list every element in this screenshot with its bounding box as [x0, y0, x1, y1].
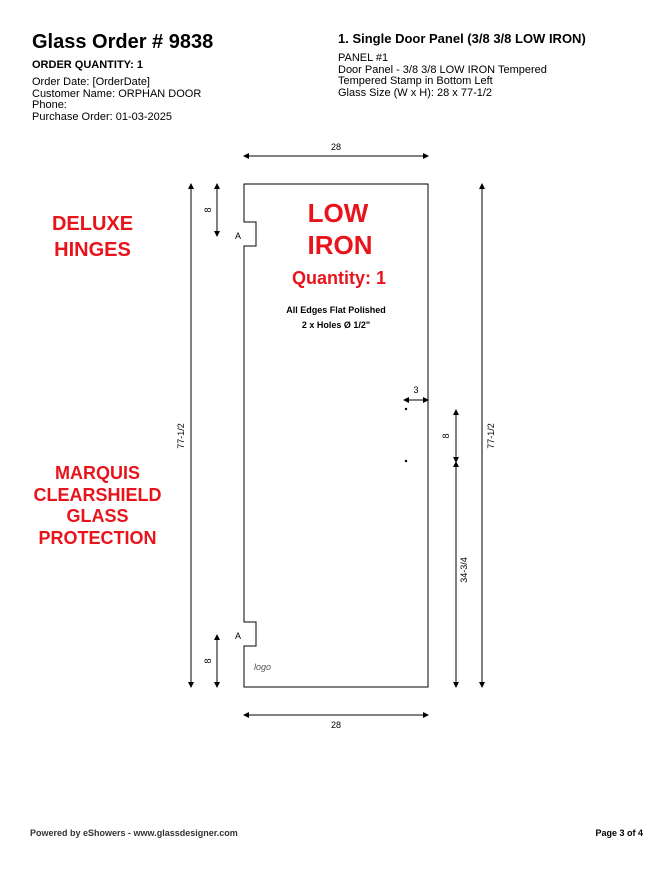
- panel-size: Glass Size (W x H): 28 x 77-1/2: [338, 86, 493, 99]
- width-top-label: 28: [331, 142, 341, 152]
- hinges-line: HINGES: [54, 239, 131, 261]
- hole-edge-label: 3: [413, 385, 418, 395]
- hinge-label-bottom: A: [235, 631, 241, 641]
- order-info: Order Date: [OrderDate] Customer Name: O…: [32, 76, 202, 123]
- order-date: Order Date: [OrderDate]: [32, 76, 150, 88]
- glass-type-line: LOW: [308, 198, 369, 228]
- hinges-note: DELUXE HINGES: [30, 211, 155, 263]
- panel-description: Door Panel - 3/8 3/8 LOW IRON Tempered: [338, 63, 547, 76]
- hinge-bottom-offset-label: 8: [203, 658, 213, 663]
- holes-note: 2 x Holes Ø 1/2": [302, 320, 370, 330]
- protection-line: PROTECTION: [38, 527, 157, 548]
- protection-line: GLASS: [66, 506, 129, 526]
- panel-info: PANEL #1 Door Panel - 3/8 3/8 LOW IRON T…: [338, 52, 547, 99]
- height-left-label: 77-1/2: [176, 423, 186, 449]
- edges-note: All Edges Flat Polished: [286, 305, 386, 315]
- customer-name: Customer Name: ORPHAN DOOR: [32, 87, 202, 100]
- hole-bottom: [404, 459, 408, 463]
- quantity-label: Quantity: 1: [292, 268, 386, 288]
- protection-line: MARQUIS: [55, 463, 140, 483]
- panel-number: PANEL #1: [338, 52, 389, 64]
- width-bottom-label: 28: [331, 720, 341, 730]
- hinge-label-top: A: [235, 231, 241, 241]
- protection-note: MARQUIS CLEARSHIELD GLASS PROTECTION: [20, 463, 175, 549]
- phone: Phone:: [32, 99, 67, 111]
- hinges-line: DELUXE: [51, 213, 134, 235]
- hinge-top-offset-label: 8: [203, 207, 213, 212]
- order-title: Glass Order # 9838: [32, 31, 214, 53]
- hole-top: [404, 407, 408, 411]
- logo-placeholder: logo: [254, 662, 271, 672]
- purchase-order: Purchase Order: 01-03-2025: [32, 110, 173, 123]
- hole-height-label: 34-3/4: [459, 557, 469, 583]
- powered-by: Powered by eShowers - www.glassdesigner.…: [30, 828, 238, 838]
- glass-type-line: IRON: [308, 230, 373, 260]
- page-number: Page 3 of 4: [595, 828, 643, 838]
- order-quantity: ORDER QUANTITY: 1: [32, 59, 144, 71]
- hole-spacing-label: 8: [441, 433, 451, 438]
- height-right-label: 77-1/2: [486, 423, 496, 449]
- protection-line: CLEARSHIELD: [33, 484, 162, 505]
- panel-stamp: Tempered Stamp in Bottom Left: [338, 75, 493, 87]
- glass-panel-outline: [243, 183, 429, 688]
- panel-title: 1. Single Door Panel (3/8 3/8 LOW IRON): [338, 31, 586, 46]
